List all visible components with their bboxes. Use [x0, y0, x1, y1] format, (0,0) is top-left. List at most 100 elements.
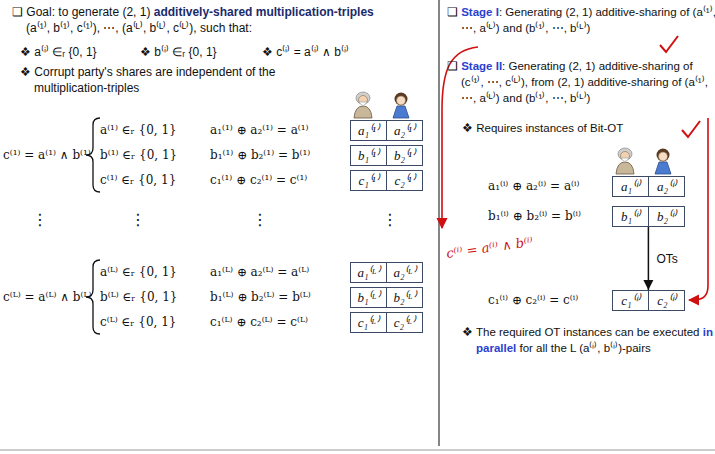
- annotation-arrow: [689, 118, 708, 300]
- share-box: c₁⁽¹⁾: [350, 170, 387, 191]
- share-text: a₁⁽¹⁾: [358, 123, 379, 139]
- label-text: ⋮: [252, 210, 268, 229]
- panel-divider: [438, 0, 439, 446]
- label-text: ❑: [447, 60, 461, 72]
- label-text: ❖ Corrupt party's shares are independent…: [20, 65, 275, 95]
- share-box: b₁⁽ᴸ⁾: [350, 287, 387, 308]
- bullet-text: ❖ Requires instances of Bit-OT: [462, 120, 623, 136]
- handwritten-note: c⁽ⁱ⁾ = a⁽ⁱ⁾ ∧ b⁽ⁱ⁾: [445, 234, 534, 261]
- share-box: b₁⁽ⁱ⁾: [612, 206, 649, 227]
- formula: b₁⁽ⁱ⁾ ⊕ b₂⁽ⁱ⁾ = b⁽ⁱ⁾: [488, 206, 581, 226]
- label-text: b₁⁽ⁱ⁾ ⊕ b₂⁽ⁱ⁾ = b⁽ⁱ⁾: [488, 209, 581, 223]
- ellipsis: ⋮: [382, 212, 398, 228]
- ellipsis: ⋮: [32, 212, 48, 228]
- label-text: : Generating (2, 1) additive-sharing of …: [461, 6, 715, 34]
- label-text: c₁⁽¹⁾ ⊕ c₂⁽¹⁾ = c⁽¹⁾: [210, 173, 307, 187]
- ellipsis: ⋮: [130, 212, 146, 228]
- label-text: b⁽ᴸ⁾ ∈ᵣ {0, 1}: [100, 290, 177, 304]
- label-text: (a⁽¹⁾, b⁽¹⁾, c⁽¹⁾), ⋯, (a⁽ᴸ⁾, b⁽ᴸ⁾, c⁽ᴸ⁾…: [26, 21, 252, 35]
- share-text: a₂⁽¹⁾: [394, 123, 415, 139]
- ellipsis: ⋮: [252, 212, 268, 228]
- share-box: a₁⁽ᴸ⁾: [350, 262, 387, 283]
- label-text: a⁽¹⁾ ∈ᵣ {0, 1}: [100, 123, 177, 137]
- formula: b⁽¹⁾ ∈ᵣ {0, 1}: [100, 145, 177, 165]
- share-box: b₂⁽ᴸ⁾: [386, 287, 423, 308]
- heading-text: ❑ Goal: to generate (2, 1) additively-sh…: [12, 4, 450, 36]
- share-text: a₂⁽ᴸ⁾: [393, 265, 415, 281]
- formula: a⁽¹⁾ ∈ᵣ {0, 1}: [100, 120, 177, 140]
- formula: c⁽¹⁾ = a⁽¹⁾ ∧ b⁽¹⁾: [3, 145, 91, 165]
- share-text: b₂⁽ᴸ⁾: [393, 290, 415, 306]
- formula: a₁⁽ᴸ⁾ ⊕ a₂⁽ᴸ⁾ = a⁽ᴸ⁾: [210, 262, 309, 282]
- share-box: c₁⁽ⁱ⁾: [612, 290, 649, 311]
- formula: a₁⁽¹⁾ ⊕ a₂⁽¹⁾ = a⁽¹⁾: [210, 120, 309, 140]
- share-box: b₂⁽ⁱ⁾: [648, 206, 685, 227]
- annotation-arrow: [442, 47, 478, 228]
- label-text: ❖ a⁽ⁱ⁾ ∈ᵣ {0, 1}: [20, 45, 97, 59]
- share-box: b₁⁽¹⁾: [350, 145, 387, 166]
- share-text: b₁⁽¹⁾: [358, 148, 379, 164]
- share-text: b₂⁽ⁱ⁾: [657, 209, 676, 225]
- share-box: c₁⁽ᴸ⁾: [350, 312, 387, 333]
- formula: c⁽ᴸ⁾ = a⁽ᴸ⁾ ∧ b⁽ᴸ⁾: [3, 287, 91, 307]
- share-text: c₁⁽ᴸ⁾: [358, 315, 379, 331]
- formula: a⁽ᴸ⁾ ∈ᵣ {0, 1}: [100, 262, 177, 282]
- bullet-text: ❖ The required OT instances can be execu…: [462, 324, 715, 356]
- bottom-rule: [0, 450, 715, 451]
- bullet-text: ❖ c⁽ⁱ⁾ = a⁽ⁱ⁾ ∧ b⁽ⁱ⁾: [262, 44, 349, 60]
- bullet-text: ❖ Corrupt party's shares are independent…: [20, 64, 314, 96]
- share-text: a₁⁽ⁱ⁾: [621, 179, 640, 195]
- share-text: b₁⁽ᴸ⁾: [357, 290, 379, 306]
- formula: c⁽¹⁾ ∈ᵣ {0, 1}: [100, 170, 176, 190]
- label-text: b₁⁽ᴸ⁾ ⊕ b₂⁽ᴸ⁾ = b⁽ᴸ⁾: [210, 290, 311, 304]
- share-text: b₂⁽¹⁾: [394, 148, 415, 164]
- label-text: c⁽ᴸ⁾ ∈ᵣ {0, 1}: [100, 315, 176, 329]
- share-text: c₂⁽ⁱ⁾: [657, 293, 675, 309]
- check-mark: [660, 36, 678, 52]
- label-text: c⁽¹⁾ ∈ᵣ {0, 1}: [100, 173, 176, 187]
- label-text: for all the L (a⁽ⁱ⁾, b⁽ⁱ⁾)-pairs: [516, 342, 650, 354]
- label-text: ⋮: [32, 210, 48, 229]
- stage-text: ❑ Stage II: Generating (2, 1) additive-s…: [447, 58, 715, 106]
- formula: a₁⁽ⁱ⁾ ⊕ a₂⁽ⁱ⁾ = a⁽ⁱ⁾: [488, 176, 579, 196]
- share-box: c₂⁽ⁱ⁾: [648, 290, 685, 311]
- label-text: Stage II: [461, 60, 502, 72]
- edge-label: OTs: [654, 252, 679, 266]
- label-text: additively-shared multiplication-triples: [154, 5, 374, 19]
- label-text: ❑: [447, 6, 461, 18]
- party-icon: [655, 149, 671, 175]
- label-text: c₁⁽ⁱ⁾ ⊕ c₂⁽ⁱ⁾ = c⁽ⁱ⁾: [488, 293, 578, 307]
- label-text: a₁⁽ⁱ⁾ ⊕ a₂⁽ⁱ⁾ = a⁽ⁱ⁾: [488, 179, 579, 193]
- share-text: c₁⁽ⁱ⁾: [621, 293, 639, 309]
- label-text: c₁⁽ᴸ⁾ ⊕ c₂⁽ᴸ⁾ = c⁽ᴸ⁾: [210, 315, 308, 329]
- formula: b⁽ᴸ⁾ ∈ᵣ {0, 1}: [100, 287, 177, 307]
- share-text: c₂⁽¹⁾: [394, 173, 414, 189]
- label-text: ❖ Requires instances of Bit-OT: [462, 122, 623, 134]
- label-text: c⁽ᴸ⁾ = a⁽ᴸ⁾ ∧ b⁽ᴸ⁾: [3, 290, 91, 304]
- share-box: b₂⁽¹⁾: [386, 145, 423, 166]
- formula: b₁⁽¹⁾ ⊕ b₂⁽¹⁾ = b⁽¹⁾: [210, 145, 310, 165]
- share-text: b₁⁽ⁱ⁾: [621, 209, 640, 225]
- label-text: ⋮: [130, 210, 146, 229]
- label-text: ❖ b⁽ⁱ⁾ ∈ᵣ {0, 1}: [140, 45, 217, 59]
- label-text: c⁽¹⁾ = a⁽¹⁾ ∧ b⁽¹⁾: [3, 148, 91, 162]
- party-icon: [616, 148, 634, 174]
- formula: c₁⁽ᴸ⁾ ⊕ c₂⁽ᴸ⁾ = c⁽ᴸ⁾: [210, 312, 308, 332]
- label-text: ❖ c⁽ⁱ⁾ = a⁽ⁱ⁾ ∧ b⁽ⁱ⁾: [262, 45, 349, 59]
- formula: b₁⁽ᴸ⁾ ⊕ b₂⁽ᴸ⁾ = b⁽ᴸ⁾: [210, 287, 311, 307]
- share-box: c₂⁽¹⁾: [386, 170, 423, 191]
- party-icon: [354, 92, 372, 118]
- label-text: Stage I: [461, 6, 499, 18]
- share-text: a₂⁽ⁱ⁾: [657, 179, 676, 195]
- share-box: c₂⁽ᴸ⁾: [386, 312, 423, 333]
- share-box: a₂⁽ᴸ⁾: [386, 262, 423, 283]
- share-text: c₂⁽ᴸ⁾: [394, 315, 415, 331]
- share-box: a₁⁽¹⁾: [350, 120, 387, 141]
- label-text: b₁⁽¹⁾ ⊕ b₂⁽¹⁾ = b⁽¹⁾: [210, 148, 310, 162]
- bullet-text: ❖ b⁽ⁱ⁾ ∈ᵣ {0, 1}: [140, 44, 217, 60]
- party-icon: [393, 93, 409, 119]
- stage-text: ❑ Stage I: Generating (2, 1) additive-sh…: [447, 4, 715, 36]
- bullet-text: ❖ a⁽ⁱ⁾ ∈ᵣ {0, 1}: [20, 44, 97, 60]
- share-text: c₁⁽¹⁾: [358, 173, 378, 189]
